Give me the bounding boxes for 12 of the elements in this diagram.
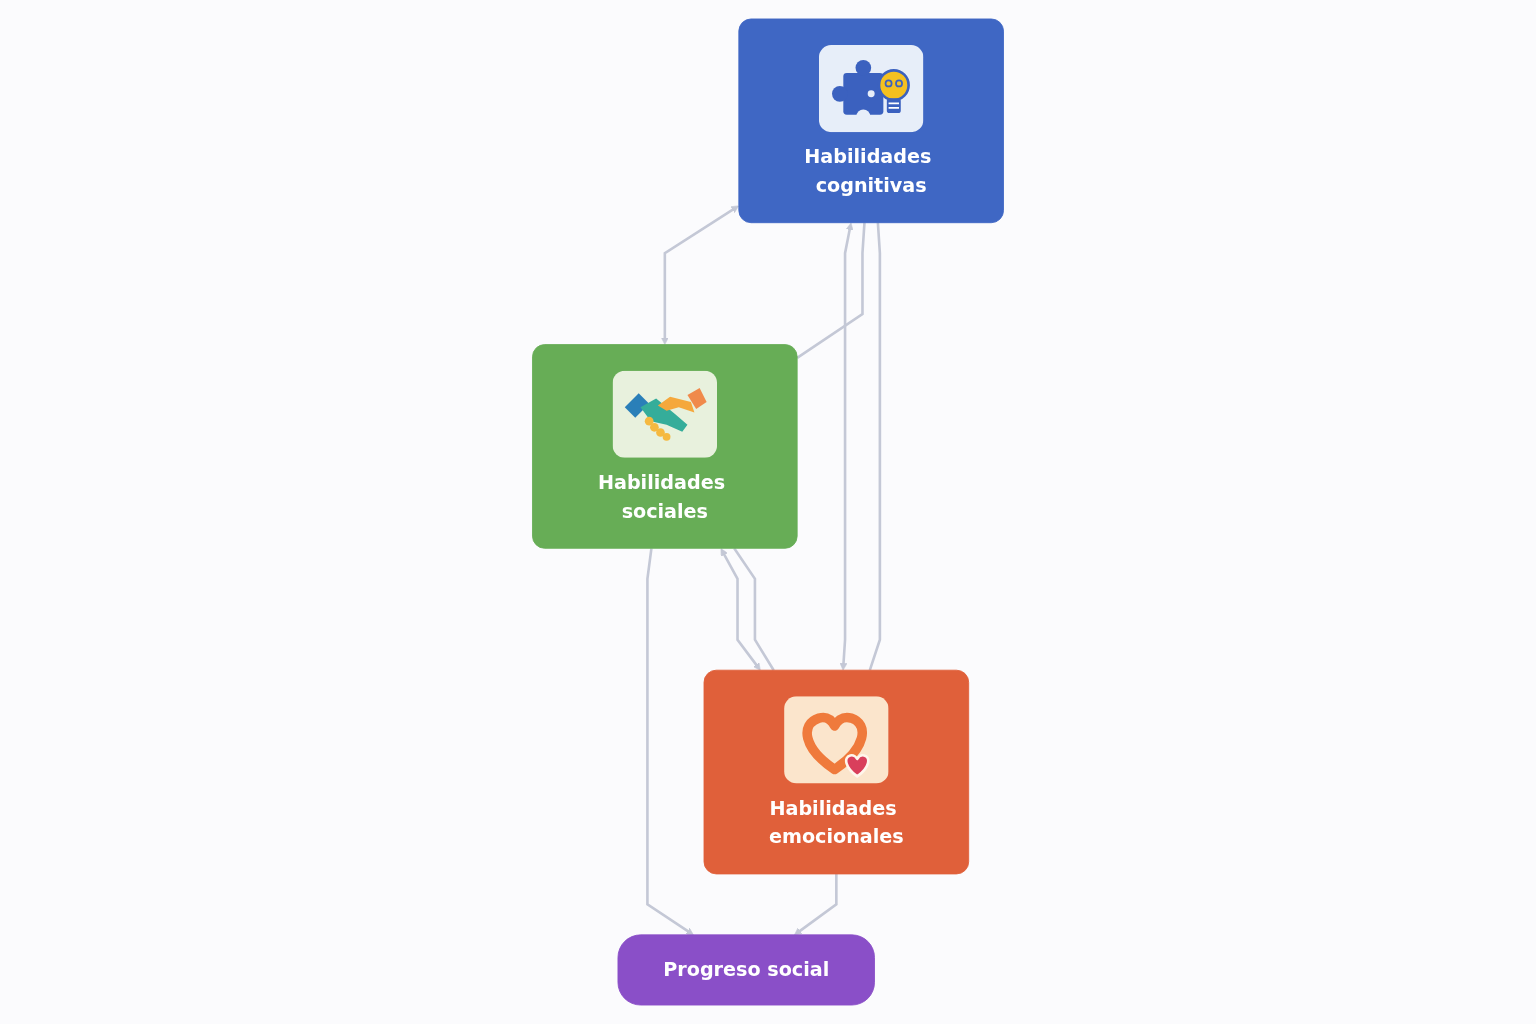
node-box: Progreso social: [617, 934, 875, 1006]
arrow: [646, 548, 694, 936]
arrow: [794, 873, 838, 936]
connector: [868, 222, 882, 671]
arrow: [661, 205, 739, 345]
connector: [796, 222, 866, 359]
node-box: Habilidades sociales: [532, 344, 798, 549]
node-box: Habilidades cognitivas: [738, 18, 1004, 224]
node-box: Habilidades emocionales: [703, 669, 970, 875]
arrow: [720, 548, 761, 671]
arrow: [839, 222, 854, 671]
connector: [733, 547, 775, 671]
